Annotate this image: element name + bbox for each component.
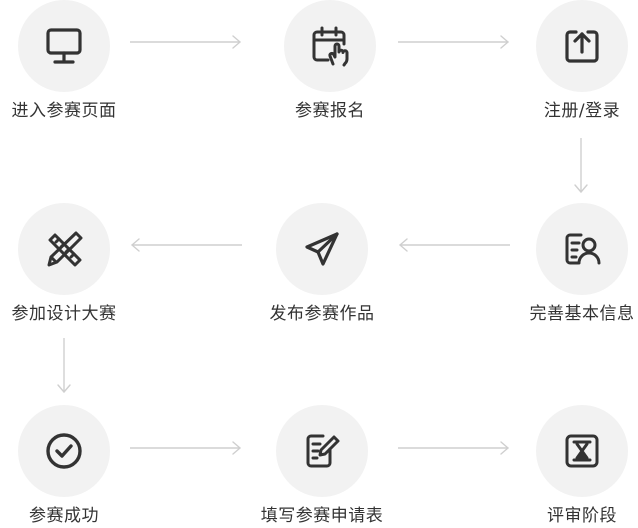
step-label: 填写参赛申请表 xyxy=(260,506,384,526)
step-login: 注册/登录 xyxy=(517,0,638,122)
arrow-right-2 xyxy=(398,34,510,50)
paper-plane-icon xyxy=(296,223,348,275)
step-enter-page: 进入参赛页面 xyxy=(0,0,129,122)
arrow-down-1 xyxy=(573,138,589,194)
step-circle xyxy=(536,203,628,295)
step-label: 评审阶段 xyxy=(547,506,617,526)
arrow-right-4 xyxy=(398,440,510,456)
step-complete-info: 完善基本信息 xyxy=(517,203,638,325)
step-label: 完善基本信息 xyxy=(529,304,635,324)
step-label: 注册/登录 xyxy=(543,101,621,121)
step-label: 参赛报名 xyxy=(295,101,365,121)
step-circle xyxy=(276,405,368,497)
step-circle xyxy=(284,0,376,92)
step-review: 评审阶段 xyxy=(517,405,638,527)
profile-card-icon xyxy=(556,223,608,275)
edit-form-icon xyxy=(296,425,348,477)
check-circle-icon xyxy=(38,425,90,477)
step-circle xyxy=(536,405,628,497)
arrow-right-1 xyxy=(130,34,242,50)
step-fill-form: 填写参赛申请表 xyxy=(257,405,387,527)
step-label: 参赛成功 xyxy=(29,506,99,526)
step-label: 参加设计大赛 xyxy=(11,304,117,324)
step-join-contest: 参加设计大赛 xyxy=(0,203,129,325)
upload-icon xyxy=(556,20,608,72)
step-register: 参赛报名 xyxy=(265,0,395,122)
hourglass-icon xyxy=(556,425,608,477)
step-publish-work: 发布参赛作品 xyxy=(257,203,387,325)
step-circle xyxy=(18,405,110,497)
step-success: 参赛成功 xyxy=(0,405,129,527)
step-circle xyxy=(276,203,368,295)
arrow-left-2 xyxy=(130,237,242,253)
step-circle xyxy=(18,0,110,92)
calendar-hand-icon xyxy=(304,20,356,72)
arrow-left-1 xyxy=(398,237,510,253)
monitor-icon xyxy=(38,20,90,72)
arrow-right-3 xyxy=(130,440,242,456)
step-label: 进入参赛页面 xyxy=(11,101,117,121)
step-label: 发布参赛作品 xyxy=(269,304,375,324)
step-circle xyxy=(536,0,628,92)
step-circle xyxy=(18,203,110,295)
arrow-down-2 xyxy=(56,338,72,394)
ruler-pencil-icon xyxy=(38,223,90,275)
